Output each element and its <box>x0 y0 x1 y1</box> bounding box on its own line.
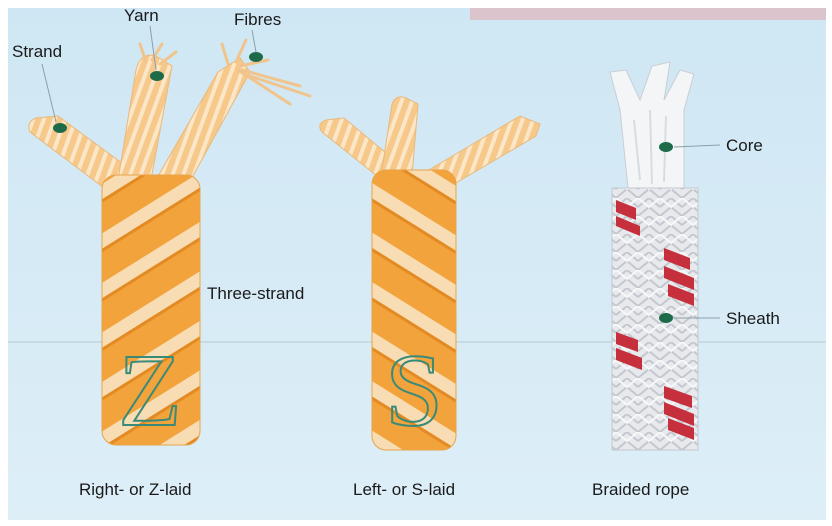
z-letter: Z <box>118 333 182 448</box>
strand-label: Strand <box>12 43 62 60</box>
s-laid-caption: Left- or S-laid <box>353 481 455 498</box>
fibres-marker <box>249 52 263 62</box>
core-marker <box>659 142 673 152</box>
sheath-label: Sheath <box>726 310 780 327</box>
z-laid-caption: Right- or Z-laid <box>79 481 191 498</box>
three-strand-label: Three-strand <box>207 285 304 302</box>
fibres-label: Fibres <box>234 11 281 28</box>
s-letter: S <box>385 333 443 448</box>
core-label: Core <box>726 137 763 154</box>
strand-marker <box>53 123 67 133</box>
sheath-marker <box>659 313 673 323</box>
yarn-marker <box>150 71 164 81</box>
top-edge-highlight <box>470 8 826 20</box>
braided-caption: Braided rope <box>592 481 689 498</box>
yarn-label: Yarn <box>124 7 159 24</box>
